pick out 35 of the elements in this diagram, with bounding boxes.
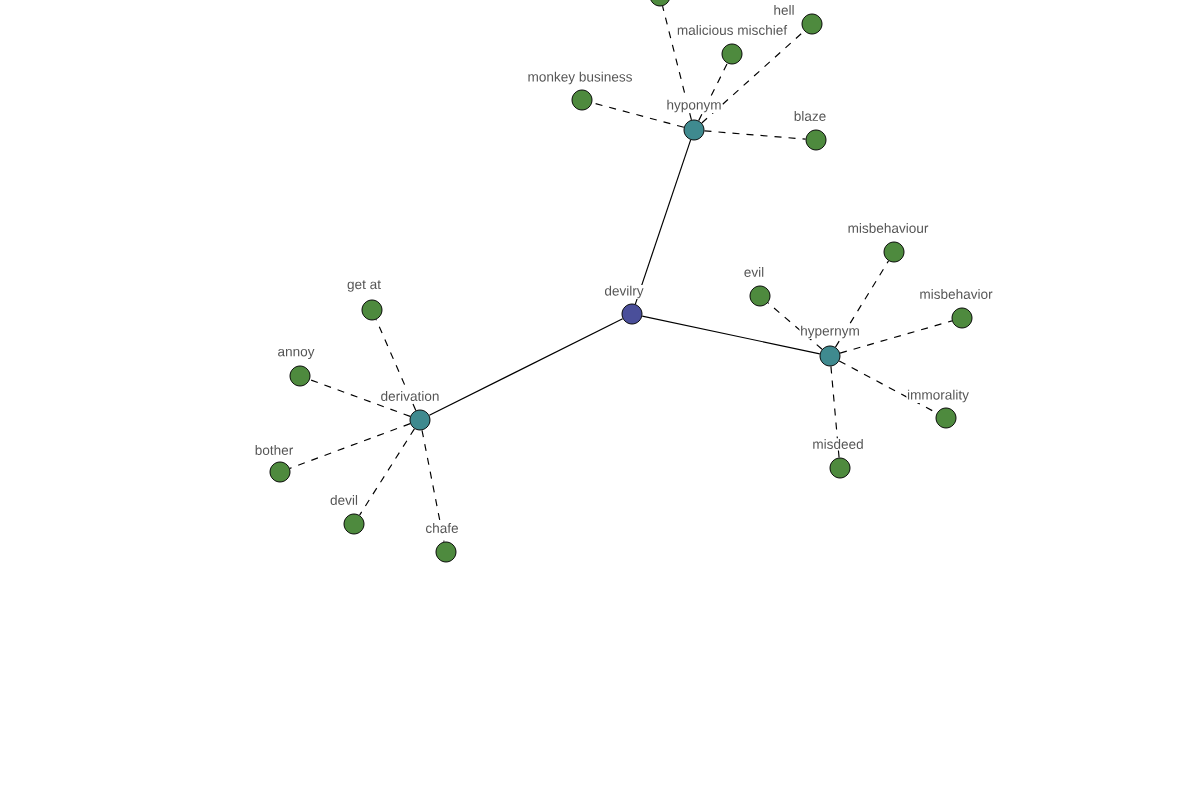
circle-node	[571, 89, 593, 111]
connector-line	[838, 360, 938, 414]
circle-node	[801, 13, 823, 35]
circle-node	[805, 129, 827, 151]
circle-node	[829, 457, 851, 479]
circle-node	[361, 299, 383, 321]
connector-line	[289, 423, 411, 469]
connector-line	[701, 30, 805, 124]
connector-line	[830, 365, 840, 459]
connector-line	[834, 260, 890, 348]
circle-node	[721, 43, 743, 65]
connector-line	[839, 320, 953, 354]
circle-node	[409, 409, 431, 431]
connector-line	[309, 379, 411, 417]
circle-node	[435, 541, 457, 563]
circle-node	[683, 119, 705, 141]
circle-node	[749, 285, 771, 307]
circle-node	[935, 407, 957, 429]
connector-line	[591, 102, 685, 128]
connector-line	[428, 318, 624, 416]
circle-node	[269, 461, 291, 483]
circle-node	[289, 365, 311, 387]
connector-line	[767, 302, 823, 350]
connector-line	[703, 130, 807, 140]
circle-node	[819, 345, 841, 367]
circle-node	[343, 513, 365, 535]
connector-line	[359, 428, 415, 516]
connector-line	[641, 315, 821, 355]
circle-node	[951, 307, 973, 329]
connector-line	[634, 139, 692, 305]
circle-node	[621, 303, 643, 325]
connector-line	[375, 319, 417, 411]
connector-line	[421, 429, 445, 543]
connector-line	[698, 62, 728, 122]
circle-node	[883, 241, 905, 263]
